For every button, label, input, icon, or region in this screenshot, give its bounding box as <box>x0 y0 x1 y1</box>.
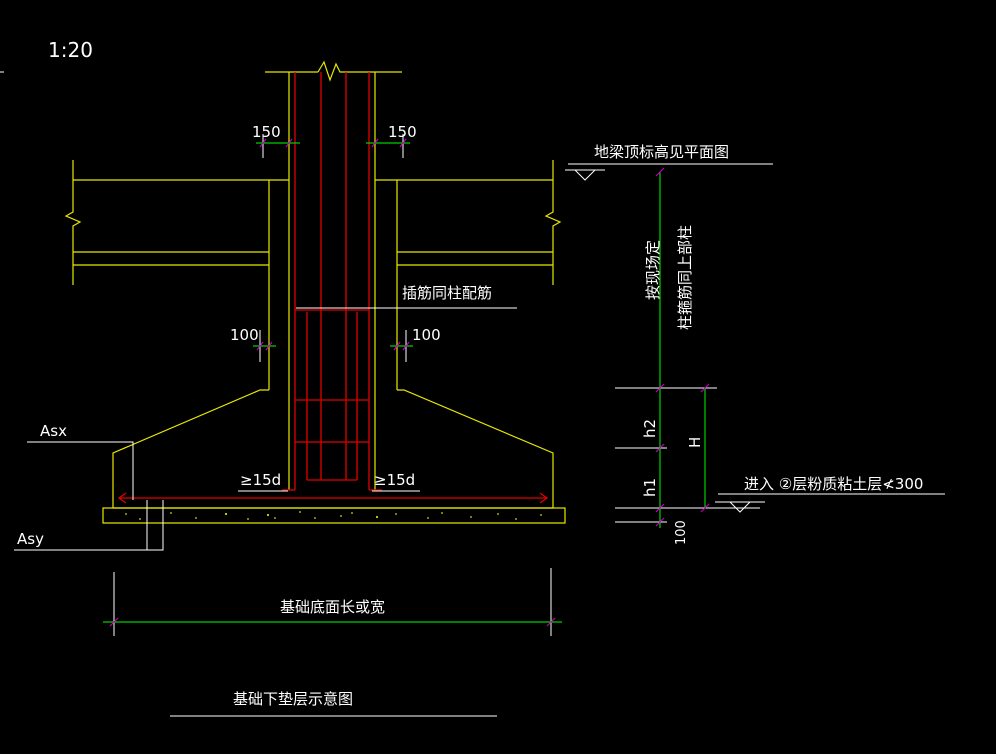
anchor-right: ≥15d <box>372 471 420 492</box>
rebar-stirrups <box>295 309 369 481</box>
svg-text:100: 100 <box>230 326 259 344</box>
cushion-layer <box>102 507 566 524</box>
svg-text:基础底面长或宽: 基础底面长或宽 <box>280 598 385 616</box>
asy-leader: Asy <box>14 500 164 551</box>
svg-text:150: 150 <box>388 123 417 141</box>
svg-text:150: 150 <box>252 123 281 141</box>
svg-text:插筋同柱配筋: 插筋同柱配筋 <box>402 284 492 302</box>
dowel-note: 插筋同柱配筋 <box>296 284 517 309</box>
beam-right <box>375 160 562 285</box>
soil-layer-note: 进入 ②层粉质粘土层≮300 <box>715 475 945 513</box>
beam-top-elevation: 地梁顶标高见平面图 <box>565 143 773 181</box>
scale-label: 1:20 <box>48 38 93 62</box>
svg-text:进入 ②层粉质粘土层≮300: 进入 ②层粉质粘土层≮300 <box>744 475 923 493</box>
beam-left <box>64 160 289 285</box>
svg-text:基础下垫层示意图: 基础下垫层示意图 <box>233 690 353 708</box>
column-outline <box>265 60 402 490</box>
svg-text:≥15d: ≥15d <box>240 471 281 489</box>
asx-leader: Asx <box>27 422 134 500</box>
dim-150-left: 150 <box>252 123 300 158</box>
label-h2: h2 <box>641 419 659 438</box>
dim-100-right: 100 <box>390 326 441 362</box>
svg-text:Asy: Asy <box>17 530 44 548</box>
footing-outline <box>112 389 554 509</box>
label-100-bottom: 100 <box>674 520 689 545</box>
note-column-stirrup: 柱箍筋同上部柱 <box>676 225 694 330</box>
label-H: H <box>686 437 704 448</box>
svg-text:Asx: Asx <box>40 422 67 440</box>
svg-text:地梁顶标高见平面图: 地梁顶标高见平面图 <box>594 143 729 161</box>
note-site-determined: 按现场定 <box>644 240 662 300</box>
svg-text:≥15d: ≥15d <box>374 471 415 489</box>
anchor-left: ≥15d <box>238 471 288 492</box>
rebar-vertical <box>294 72 370 490</box>
dim-100-left: 100 <box>230 326 276 362</box>
rebar-bottom-mat <box>117 489 549 504</box>
dim-150-right: 150 <box>366 123 417 158</box>
dim-vertical-chain: h2 h1 H 100 <box>615 167 760 545</box>
label-h1: h1 <box>641 478 659 497</box>
drawing-title: 基础下垫层示意图 <box>170 690 497 717</box>
dim-base-width: 基础底面长或宽 <box>103 568 562 636</box>
svg-text:100: 100 <box>412 326 441 344</box>
